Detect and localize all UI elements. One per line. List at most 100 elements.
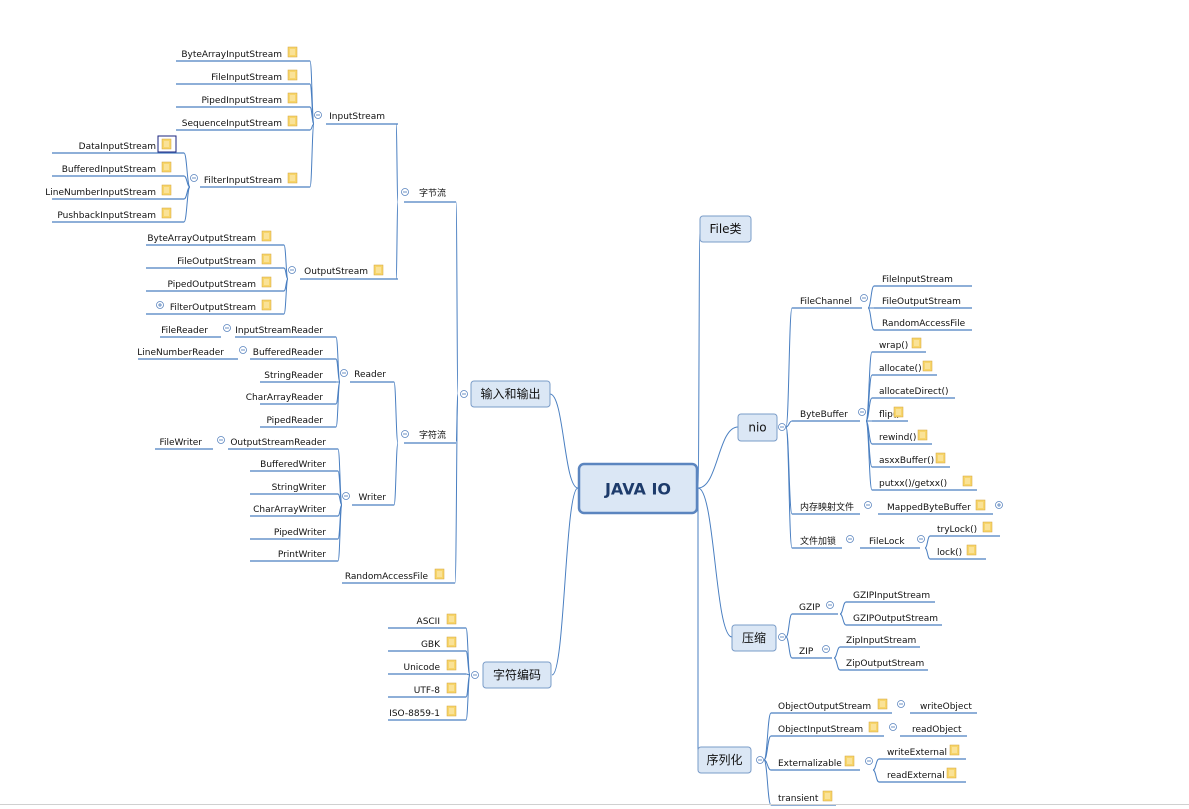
- leaf-charset-ascii[interactable]: ASCII: [417, 617, 440, 627]
- leaf-lock-lock[interactable]: lock(): [937, 548, 962, 558]
- node-ext-externalizable[interactable]: Externalizable: [778, 759, 842, 769]
- leaf-input-fileinputstream[interactable]: FileInputStream: [211, 73, 282, 83]
- leaf-ois-readobject[interactable]: readObject: [912, 725, 962, 735]
- leaf-writer-bufferedwriter[interactable]: BufferedWriter: [260, 460, 326, 470]
- leaf-output-bytearrayoutputstream[interactable]: ByteArrayOutputStream: [147, 234, 256, 244]
- zip-collapse-icon[interactable]: [822, 645, 830, 653]
- leaf-filter-datainputstream[interactable]: DataInputStream: [79, 142, 156, 152]
- leaf-oos-writeobject[interactable]: writeObject: [920, 702, 972, 712]
- leaf-bytebuffer-rewind[interactable]: rewind(): [879, 433, 916, 443]
- input-stream-reader-collapse-icon[interactable]: [223, 324, 231, 332]
- leaf-mapped-mappedbytebuffer-icon[interactable]: [975, 499, 986, 511]
- leaf-charset-ascii-icon[interactable]: [446, 613, 457, 625]
- leaf-filter-pushbackinputstream[interactable]: PushbackInputStream: [57, 211, 156, 221]
- leaf-reader-pipedreader[interactable]: PipedReader: [266, 416, 323, 426]
- leaf-raf-randomaccessfile[interactable]: RandomAccessFile: [345, 572, 429, 582]
- leaf-channel-fileinputstream[interactable]: FileInputStream: [882, 275, 953, 285]
- leaf-zip-zipinputstream[interactable]: ZipInputStream: [846, 636, 916, 646]
- file-lock-cn-collapse-icon[interactable]: [846, 535, 854, 543]
- node-isr-inputstreamreader[interactable]: InputStreamReader: [235, 326, 323, 336]
- leaf-writer-chararraywriter[interactable]: CharArrayWriter: [253, 505, 326, 515]
- leaf-charset-gbk[interactable]: GBK: [421, 640, 441, 650]
- node-filter-filterinputstream[interactable]: FilterInputStream: [204, 176, 282, 186]
- gzip-collapse-icon[interactable]: [826, 601, 834, 609]
- node-mmap-node[interactable]: 内存映射文件: [800, 501, 854, 513]
- leaf-channel-randomaccessfile[interactable]: RandomAccessFile: [882, 319, 966, 329]
- node-file-lock-filelock[interactable]: FileLock: [869, 537, 905, 547]
- node-byte-buffer-bytebuffer[interactable]: ByteBuffer: [800, 410, 848, 420]
- topic-io-collapse-icon[interactable]: [460, 390, 468, 398]
- leaf-input-fileinputstream-icon[interactable]: [287, 69, 298, 81]
- leaf-bytebuffer-allocate[interactable]: allocate(): [879, 364, 922, 374]
- leaf-bytebuffer-rewind-icon[interactable]: [917, 429, 928, 441]
- leaf-ext-readexternal[interactable]: readExternal: [887, 771, 945, 781]
- leaf-ext-writeexternal[interactable]: writeExternal: [887, 748, 947, 758]
- node-input-stream[interactable]: InputStream: [329, 112, 385, 122]
- leaf-input-pipedinputstream-icon[interactable]: [287, 92, 298, 104]
- leaf-output-fileoutputstream-icon[interactable]: [261, 253, 272, 265]
- leaf-output-filteroutputstream[interactable]: FilterOutputStream: [170, 303, 256, 313]
- leaf-charset-unicode-icon[interactable]: [446, 659, 457, 671]
- topic-serialization-collapse-icon[interactable]: [756, 756, 764, 764]
- leaf-file-writer-filewriter[interactable]: FileWriter: [159, 438, 202, 448]
- node-file-channel-filechannel[interactable]: FileChannel: [800, 297, 852, 307]
- leaf-filter-linenumberinputstream-icon[interactable]: [161, 184, 172, 196]
- leaf-output-filteroutputstream-icon[interactable]: [261, 299, 272, 311]
- leaf-charset-iso-8859-1[interactable]: ISO-8859-1: [389, 709, 440, 719]
- leaf-raf-randomaccessfile-icon[interactable]: [434, 568, 445, 580]
- leaf-bytebuffer-asxxbuffer[interactable]: asxxBuffer(): [879, 456, 934, 466]
- file-channel-collapse-icon[interactable]: [860, 294, 868, 302]
- leaf-bytebuffer-wrap[interactable]: wrap(): [879, 341, 908, 351]
- leaf-input-sequenceinputstream-icon[interactable]: [287, 115, 298, 127]
- output-stream-writer-collapse-icon[interactable]: [217, 436, 225, 444]
- leaf-transient-transient-icon[interactable]: [822, 790, 833, 802]
- leaf-charset-utf-8-icon[interactable]: [446, 682, 457, 694]
- node-ois-objectinputstream-icon[interactable]: [868, 721, 879, 733]
- leaf-lock-lock-icon[interactable]: [966, 544, 977, 556]
- node-osw-outputstreamreader[interactable]: OutputStreamReader: [230, 438, 326, 448]
- leaf-bytebuffer-flip[interactable]: flip(): [879, 410, 900, 420]
- leaf-charset-unicode[interactable]: Unicode: [404, 663, 441, 673]
- mmap-collapse-icon[interactable]: [864, 501, 872, 509]
- buffered-reader-collapse-icon[interactable]: [239, 346, 247, 354]
- leaf-ext-readexternal-icon[interactable]: [946, 767, 957, 779]
- leaf-charset-iso-8859-1-icon[interactable]: [446, 705, 457, 717]
- leaf-lock-trylock-icon[interactable]: [982, 521, 993, 533]
- node-gzip-gzip[interactable]: GZIP: [799, 603, 821, 613]
- byte-stream-collapse-icon[interactable]: [401, 188, 409, 196]
- label-byte-stream[interactable]: 字节流: [419, 187, 446, 199]
- leaf-filter-bufferedinputstream[interactable]: BufferedInputStream: [62, 165, 156, 175]
- node-ext-externalizable-icon[interactable]: [844, 755, 855, 767]
- label-char-stream[interactable]: 字符流: [419, 429, 446, 441]
- topic-compress-collapse-icon[interactable]: [778, 633, 786, 641]
- leaf-charset-utf-8[interactable]: UTF-8: [414, 686, 441, 696]
- node-output-stream-icon[interactable]: [373, 264, 384, 276]
- node-oos-objectoutputstream[interactable]: ObjectOutputStream: [778, 702, 871, 712]
- node-writer[interactable]: Writer: [359, 493, 387, 503]
- input-stream-collapse-icon[interactable]: [314, 111, 322, 119]
- leaf-bytebuffer-putxx-getxx-icon[interactable]: [962, 475, 973, 487]
- node-ois-objectinputstream[interactable]: ObjectInputStream: [778, 725, 863, 735]
- leaf-bytebuffer-allocatedirect[interactable]: allocateDirect(): [879, 387, 949, 397]
- leaf-charset-gbk-icon[interactable]: [446, 636, 457, 648]
- topic-io[interactable]: 输入和输出: [470, 380, 551, 408]
- externalizable-collapse-icon[interactable]: [865, 757, 873, 765]
- filter-output-stream-expand-icon[interactable]: [156, 301, 164, 309]
- leaf-filter-linenumberinputstream[interactable]: LineNumberInputStream: [45, 188, 156, 198]
- node-file-lock-cn-node[interactable]: 文件加锁: [800, 535, 836, 547]
- leaf-writer-stringwriter[interactable]: StringWriter: [272, 483, 327, 493]
- leaf-ext-writeexternal-icon[interactable]: [949, 744, 960, 756]
- leaf-file-reader-filereader[interactable]: FileReader: [161, 326, 208, 336]
- leaf-input-sequenceinputstream[interactable]: SequenceInputStream: [182, 119, 282, 129]
- node-br-bufferedreader[interactable]: BufferedReader: [253, 348, 324, 358]
- node-zip-zip[interactable]: ZIP: [799, 647, 814, 657]
- topic-charset[interactable]: 字符编码: [482, 661, 552, 689]
- leaf-mapped-mappedbytebuffer[interactable]: MappedByteBuffer: [887, 503, 971, 513]
- object-output-stream-collapse-icon[interactable]: [897, 700, 905, 708]
- node-output-stream[interactable]: OutputStream: [304, 267, 368, 277]
- output-stream-collapse-icon[interactable]: [288, 266, 296, 274]
- leaf-transient-transient[interactable]: transient: [778, 794, 819, 804]
- node-oos-objectoutputstream-icon[interactable]: [877, 698, 888, 710]
- leaf-bytebuffer-wrap-icon[interactable]: [911, 337, 922, 349]
- leaf-output-bytearrayoutputstream-icon[interactable]: [261, 230, 272, 242]
